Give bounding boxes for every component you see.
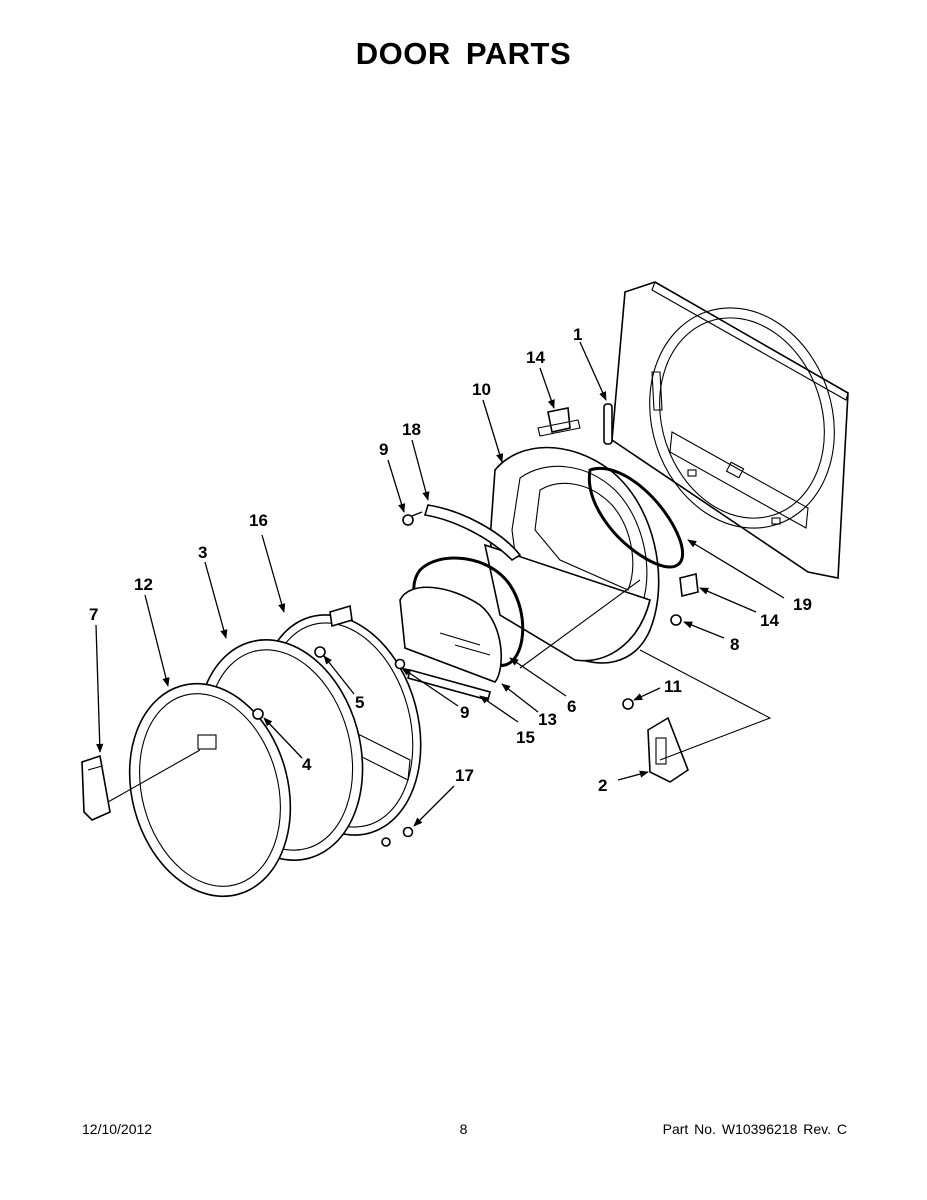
leader-lines [95,341,785,827]
hinge-pin-part-1 [603,403,613,445]
callout-17: 17 [455,766,474,785]
door-handle-part-7 [81,754,111,821]
screw-part-9-upper [402,511,423,526]
gasket-strip-part-18 [423,504,522,562]
footer-date: 12/10/2012 [82,1121,153,1137]
screw-part-8 [670,614,682,626]
hinge-block-part-14-upper [537,407,581,437]
inner-glass-part-13 [399,586,503,683]
callout-13: 13 [538,710,557,729]
callout-8: 8 [730,635,739,654]
callout-9-upper: 9 [379,440,388,459]
front-panel-part-19 [611,281,849,579]
inner-door-frame-part-10 [483,446,660,664]
screw-part-4 [252,708,264,720]
callout-9-lower: 9 [460,703,469,722]
callout-12: 12 [134,575,153,594]
callout-18: 18 [402,420,421,439]
assembly-line-glass [519,579,641,669]
callout-1: 1 [573,325,582,344]
screw-part-9-lower [394,658,406,670]
callout-15: 15 [516,728,535,747]
callout-2: 2 [598,776,607,795]
callout-5: 5 [355,693,364,712]
callout-19: 19 [793,595,812,614]
callout-11: 11 [664,677,682,696]
page-title: DOOR PARTS [355,36,572,71]
hinge-block-part-14-lower [679,573,699,597]
assembly-line-handle [107,749,201,803]
screw-part-5 [314,646,326,658]
callout-14-upper: 14 [526,348,545,367]
outer-door-panel-part-12 [128,682,292,898]
door-strike-part-2 [647,716,689,783]
callout-6: 6 [567,697,576,716]
callout-4: 4 [302,755,312,774]
footer-part-number: Part No. W10396218 Rev. C [662,1121,847,1137]
callout-3: 3 [198,543,207,562]
screw-part-11 [622,698,634,710]
callout-16: 16 [249,511,268,530]
screw-part-17 [381,826,414,847]
callout-7: 7 [89,605,98,624]
footer-page-number: 8 [459,1121,468,1137]
door-seal-ring [587,467,685,569]
assembly-line-strike [639,649,772,761]
callout-14-lower: 14 [760,611,779,630]
callout-10: 10 [472,380,491,399]
